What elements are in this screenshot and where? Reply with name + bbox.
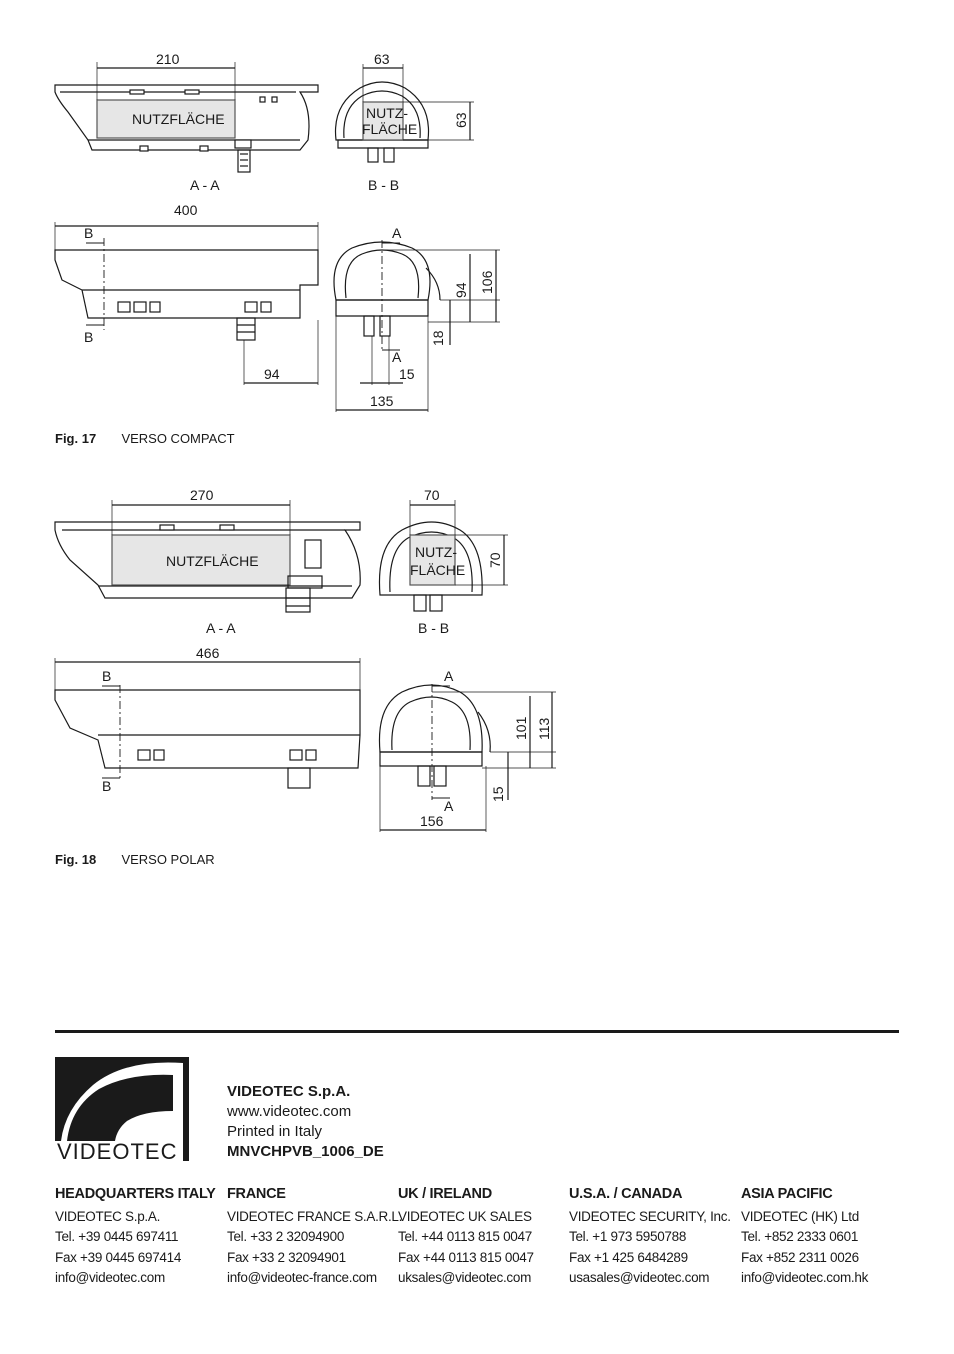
label-nutz-b: FLÄCHE [410, 562, 465, 578]
dim-70-width: 70 [424, 487, 440, 503]
office-hq-italy: HEADQUARTERS ITALY VIDEOTEC S.p.A. Tel. … [55, 1184, 216, 1289]
office-usa-canada: U.S.A. / CANADA VIDEOTEC SECURITY, Inc. … [569, 1184, 731, 1289]
office-company: VIDEOTEC SECURITY, Inc. [569, 1208, 731, 1224]
office-fax: Fax +852 2311 0026 [741, 1249, 859, 1265]
dim-113: 113 [536, 717, 552, 740]
document-code: MNVCHPVB_1006_DE [227, 1143, 384, 1160]
dim-18: 18 [430, 330, 446, 346]
office-company: VIDEOTEC S.p.A. [55, 1208, 161, 1224]
office-company: VIDEOTEC FRANCE S.A.R.L. [227, 1208, 403, 1224]
dim-106: 106 [479, 270, 495, 294]
fig18-caption: Fig. 18 VERSO POLAR [55, 852, 215, 867]
fig18-drawing: 270 70 70 466 101 113 15 156 NUTZFLÄCHE … [54, 487, 556, 832]
office-france: FRANCE VIDEOTEC FRANCE S.A.R.L. Tel. +33… [227, 1184, 402, 1289]
label-nutz-a: NUTZ- [415, 544, 457, 560]
label-nutzflaeche: NUTZFLÄCHE [132, 111, 225, 127]
company-block: VIDEOTEC S.p.A. www.videotec.com Printed… [227, 1082, 384, 1162]
office-company: VIDEOTEC (HK) Ltd [741, 1208, 859, 1224]
fig18-section-aa [54, 521, 361, 613]
dim-156: 156 [420, 813, 444, 829]
office-email[interactable]: info@videotec.com [55, 1270, 165, 1285]
dim-210: 210 [156, 51, 180, 67]
fig18-front-view [378, 684, 491, 787]
fig17-caption: Fig. 17 VERSO COMPACT [55, 431, 235, 446]
dim-15-polar: 15 [490, 786, 506, 802]
dim-15: 15 [399, 366, 415, 382]
office-title: FRANCE [227, 1186, 286, 1202]
fig17-caption-number: Fig. 17 [55, 431, 97, 446]
office-fax: Fax +33 2 32094901 [227, 1249, 346, 1265]
office-uk-ireland: UK / IRELAND VIDEOTEC UK SALES Tel. +44 … [398, 1184, 534, 1289]
fig17-side-view [54, 222, 319, 341]
office-title: U.S.A. / CANADA [569, 1186, 683, 1202]
label-nutz-b: FLÄCHE [362, 121, 417, 137]
fig17-drawing: 210 63 63 400 94 106 94 18 15 135 NUTZFL… [54, 51, 500, 412]
dim-466: 466 [196, 645, 220, 661]
label-section-bb: B - B [368, 177, 399, 193]
dim-63-width: 63 [374, 51, 390, 67]
footer-divider [55, 1030, 899, 1033]
office-tel: Tel. +44 0113 815 0047 [398, 1229, 532, 1244]
fig17-section-bb [334, 81, 430, 163]
dim-70-height: 70 [487, 552, 503, 568]
fig18-caption-number: Fig. 18 [55, 852, 97, 867]
office-email[interactable]: info@videotec.com.hk [741, 1270, 869, 1285]
dim-400: 400 [174, 202, 198, 218]
dim-135: 135 [370, 393, 394, 409]
office-tel: Tel. +852 2333 0601 [741, 1229, 859, 1244]
label-b-bottom: B [102, 778, 111, 794]
label-b-top: B [102, 668, 111, 684]
label-section-bb: B - B [418, 620, 449, 636]
fig17-front-view [333, 241, 441, 337]
videotec-logo: VIDEOTEC [55, 1057, 189, 1161]
label-a-bottom: A [392, 349, 402, 365]
office-email[interactable]: uksales@videotec.com [398, 1270, 532, 1285]
label-a-top: A [444, 668, 454, 684]
office-tel: Tel. +33 2 32094900 [227, 1229, 345, 1244]
dim-101: 101 [513, 716, 529, 740]
dim-270: 270 [190, 487, 214, 503]
logo-wordmark: VIDEOTEC [57, 1139, 177, 1161]
office-fax: Fax +44 0113 815 0047 [398, 1249, 534, 1265]
dim-63-height: 63 [453, 112, 469, 128]
fig18-side-view [54, 689, 361, 789]
label-nutz-a: NUTZ- [366, 105, 408, 121]
label-section-aa: A - A [190, 177, 220, 193]
office-tel: Tel. +39 0445 697411 [55, 1229, 179, 1244]
office-company: VIDEOTEC UK SALES [398, 1208, 532, 1224]
office-email[interactable]: info@videotec-france.com [227, 1270, 377, 1285]
dim-94-side: 94 [264, 366, 280, 382]
label-a-top: A [392, 225, 402, 241]
office-title: UK / IRELAND [398, 1186, 492, 1202]
office-asia-pacific: ASIA PACIFIC VIDEOTEC (HK) Ltd Tel. +852… [741, 1184, 868, 1289]
company-website[interactable]: www.videotec.com [227, 1103, 352, 1120]
fig18-section-bb [378, 521, 483, 612]
office-tel: Tel. +1 973 5950788 [569, 1229, 687, 1244]
label-nutzflaeche: NUTZFLÄCHE [166, 553, 259, 569]
dim-94-front: 94 [453, 282, 469, 298]
office-fax: Fax +39 0445 697414 [55, 1249, 182, 1265]
label-section-aa: A - A [206, 620, 236, 636]
office-email[interactable]: usasales@videotec.com [569, 1270, 710, 1285]
company-name: VIDEOTEC S.p.A. [227, 1083, 351, 1100]
office-fax: Fax +1 425 6484289 [569, 1249, 688, 1265]
fig18-caption-text: VERSO POLAR [121, 852, 215, 867]
fig17-caption-text: VERSO COMPACT [121, 431, 235, 446]
label-a-bottom: A [444, 798, 454, 814]
fig17-section-aa [54, 84, 319, 173]
office-title: HEADQUARTERS ITALY [55, 1186, 216, 1202]
office-title: ASIA PACIFIC [741, 1186, 833, 1202]
label-b-top: B [84, 225, 93, 241]
label-b-bottom: B [84, 329, 93, 345]
company-printed: Printed in Italy [227, 1123, 323, 1140]
